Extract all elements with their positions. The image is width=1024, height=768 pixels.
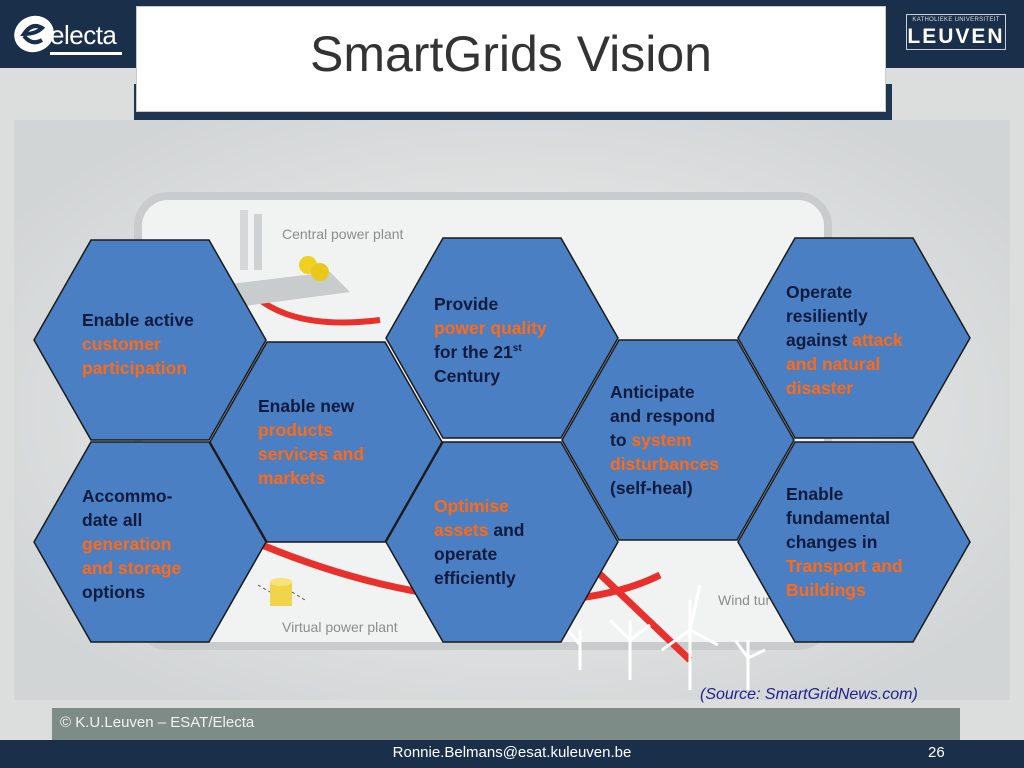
- hex-text: Enable active: [82, 310, 194, 330]
- hex-new-products: Enable new products services and markets: [208, 340, 444, 544]
- hex-highlight: Optimise: [434, 496, 509, 516]
- page-title: SmartGrids Vision: [310, 26, 712, 82]
- hex-customer-participation: Enable active customer participation: [32, 238, 268, 442]
- hex-text: Century: [434, 366, 501, 386]
- hex-text: Anticipate: [610, 382, 695, 402]
- bottom-bar: Ronnie.Belmans@esat.kuleuven.be 26: [0, 740, 1024, 768]
- hex-text: to: [610, 430, 632, 450]
- hex-text: Accommo-: [82, 486, 173, 506]
- electa-logo-icon: [14, 15, 54, 53]
- hex-highlight: attack: [852, 330, 903, 350]
- virtual-power-plant-label: Virtual power plant: [282, 619, 398, 635]
- hex-transport-buildings: Enable fundamental changes in Transport …: [736, 440, 972, 644]
- logo-underline: [50, 52, 122, 55]
- hex-text: operate: [434, 544, 498, 564]
- hex-text: Enable: [786, 484, 844, 504]
- hex-text: for the 21: [434, 342, 513, 362]
- hex-text: and: [488, 520, 525, 540]
- wind-turbine-label: Wind tur: [718, 592, 771, 608]
- kuleuven-name: LEUVEN: [907, 25, 1005, 48]
- central-power-plant-label: Central power plant: [282, 226, 404, 242]
- hex-text: Operate: [786, 282, 853, 302]
- hex-text: Provide: [434, 294, 499, 314]
- hex-highlight: Buildings: [786, 580, 866, 600]
- hex-system-disturbances: Anticipate and respond to system disturb…: [560, 338, 796, 542]
- hex-highlight: disturbances: [610, 454, 719, 474]
- hex-highlight: services and: [258, 444, 365, 464]
- hex-text: and respond: [610, 406, 716, 426]
- hex-superscript: st: [512, 343, 522, 355]
- hex-highlight: system: [631, 430, 692, 450]
- hex-highlight: disaster: [786, 378, 854, 398]
- hex-highlight: power quality: [434, 318, 547, 338]
- hex-text: Enable new: [258, 396, 355, 416]
- electa-logo: electa: [10, 8, 128, 60]
- hex-highlight: customer: [82, 334, 161, 354]
- hex-highlight: and natural: [786, 354, 881, 374]
- hex-power-quality: Provide power quality for the 21st Centu…: [384, 236, 620, 440]
- hex-text: resiliently: [786, 306, 868, 326]
- hex-highlight: generation: [82, 534, 172, 554]
- hex-generation-storage: Accommo- date all generation and storage…: [32, 440, 268, 644]
- hex-optimise-assets: Optimise assets and operate efficiently: [384, 440, 620, 644]
- hex-text: efficiently: [434, 568, 516, 588]
- kuleuven-logo: KATHOLIEKE UNIVERSITEIT LEUVEN: [906, 14, 1006, 50]
- hex-highlight: assets: [434, 520, 489, 540]
- hex-text: fundamental: [786, 508, 891, 528]
- hex-text: changes in: [786, 532, 878, 552]
- hex-text: options: [82, 582, 146, 602]
- hex-highlight: participation: [82, 358, 188, 378]
- hex-text: (self-heal): [610, 478, 693, 498]
- hex-highlight: and storage: [82, 558, 182, 578]
- hex-text: against: [786, 330, 853, 350]
- copyright-text: © K.U.Leuven – ESAT/Electa: [60, 714, 255, 731]
- author-email: Ronnie.Belmans@esat.kuleuven.be: [392, 744, 632, 761]
- kuleuven-subtitle: KATHOLIEKE UNIVERSITEIT: [912, 17, 1000, 23]
- hex-highlight: products: [258, 420, 333, 440]
- hex-operate-resiliently: Operate resiliently against attack and n…: [736, 236, 972, 440]
- footer-strip: © K.U.Leuven – ESAT/Electa: [52, 708, 960, 740]
- title-box: SmartGrids Vision: [136, 6, 886, 112]
- page-number: 26: [928, 744, 945, 761]
- electa-logo-text: electa: [50, 20, 117, 50]
- hex-highlight: Transport and: [786, 556, 903, 576]
- hex-text: date all: [82, 510, 143, 530]
- source-citation: (Source: SmartGridNews.com): [700, 686, 918, 703]
- hex-highlight: markets: [258, 468, 326, 488]
